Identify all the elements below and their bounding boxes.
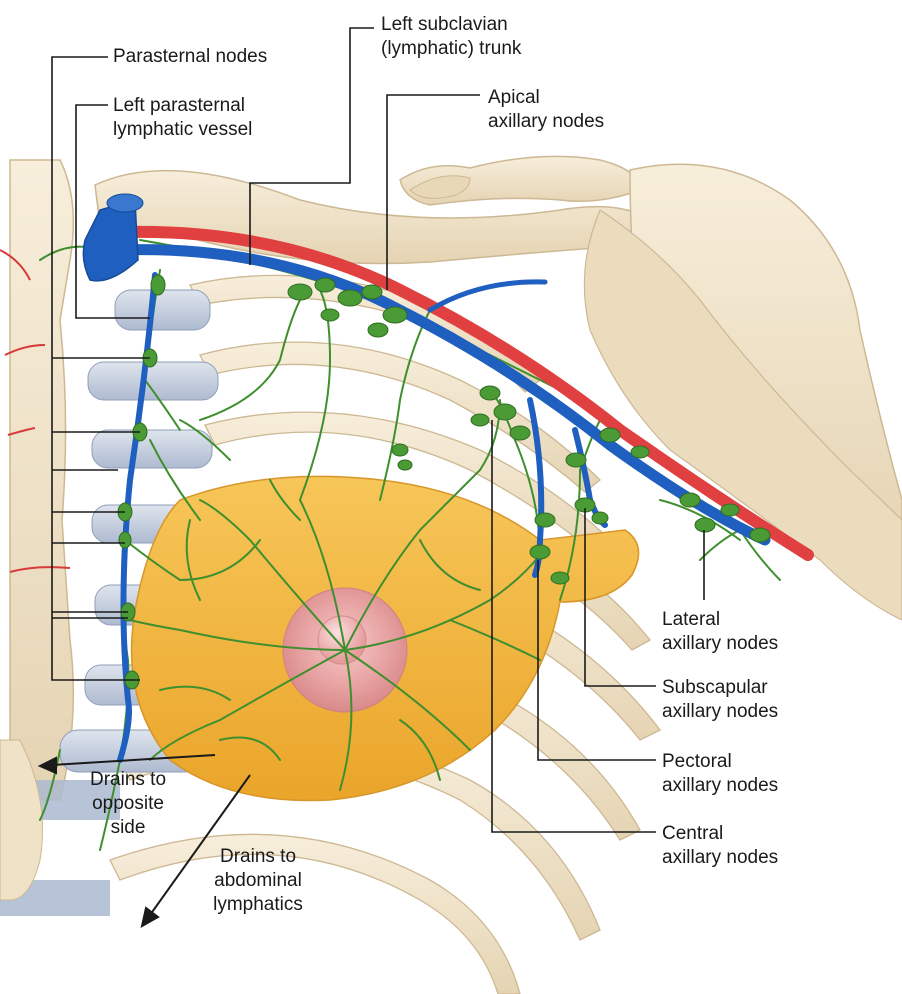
label-line: Drains to [78,768,178,792]
label-drains-opposite-side: Drains to opposite side [78,768,178,840]
parasternal-node [119,532,131,548]
label-line: Lateral [662,608,778,632]
arrow-abdominal-head [142,908,158,926]
central-node [392,444,408,456]
subscapular-node [566,453,586,467]
label-pectoral-axillary-nodes: Pectoral axillary nodes [662,750,778,798]
label-line: (lymphatic) trunk [381,37,521,61]
label-line: Subscapular [662,676,778,700]
label-line: abdominal [198,869,318,893]
pectoral-node [535,513,555,527]
cephalic-branch [430,282,545,310]
label-line: axillary nodes [662,846,778,870]
label-line: side [78,816,178,840]
sternum [10,160,73,800]
apical-node [288,284,312,300]
central-node [510,426,530,440]
label-left-subclavian-trunk: Left subclavian (lymphatic) trunk [381,13,521,61]
lymph-vessel [300,290,330,500]
label-subscapular-axillary-nodes: Subscapular axillary nodes [662,676,778,724]
parasternal-node [151,275,165,295]
apical-node [338,290,362,306]
label-central-axillary-nodes: Central axillary nodes [662,822,778,870]
apical-node [321,309,339,321]
lymph-vessel [380,310,430,500]
label-line: opposite [78,792,178,816]
label-line: lymphatic vessel [113,118,252,142]
jugular-vein-opening [107,194,143,212]
lateral-node [695,518,715,532]
label-line: Pectoral [662,750,778,774]
pectoral-node [530,545,550,559]
label-line: Drains to [198,845,318,869]
label-line: Left subclavian [381,13,521,37]
label-left-parasternal-vessel: Left parasternal lymphatic vessel [113,94,252,142]
central-node [480,386,500,400]
apical-node [368,323,388,337]
label-line: Central [662,822,778,846]
label-lateral-axillary-nodes: Lateral axillary nodes [662,608,778,656]
lateral-node [600,428,620,442]
cartilage-3 [92,430,212,468]
subscapular-node [592,512,608,524]
label-line: Left parasternal [113,94,252,118]
label-drains-abdominal: Drains to abdominal lymphatics [198,845,318,917]
label-line: axillary nodes [662,632,778,656]
apical-node [362,285,382,299]
label-line: axillary nodes [488,110,604,134]
label-line: Parasternal nodes [113,45,267,69]
lateral-node [721,504,739,516]
apical-node [383,307,407,323]
cartilage-1 [115,290,210,330]
apical-node [315,278,335,292]
central-node [471,414,489,426]
lateral-node [631,446,649,458]
label-line: axillary nodes [662,774,778,798]
label-parasternal-nodes: Parasternal nodes [113,45,267,69]
cartilage-2 [88,362,218,400]
central-node [398,460,412,470]
label-line: Apical [488,86,604,110]
label-line: axillary nodes [662,700,778,724]
lateral-node [680,493,700,507]
lateral-node [750,528,770,542]
label-apical-axillary-nodes: Apical axillary nodes [488,86,604,134]
label-line: lymphatics [198,893,318,917]
pectoral-node [551,572,569,584]
central-node [494,404,516,420]
